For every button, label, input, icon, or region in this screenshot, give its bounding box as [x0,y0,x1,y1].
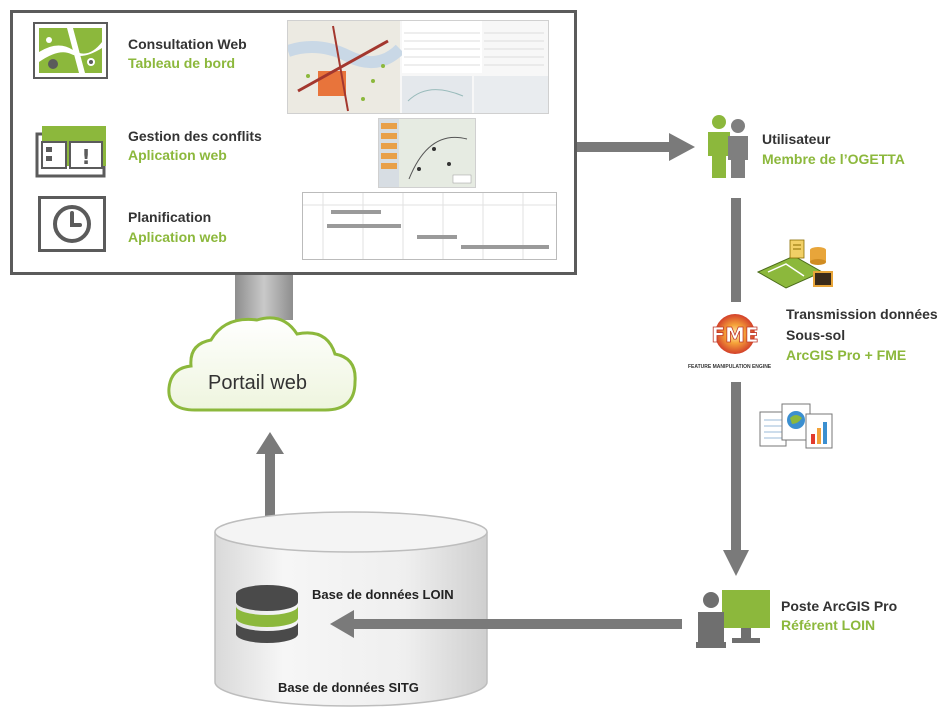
gantt-screenshot [302,192,557,260]
poste-title: Poste ArcGIS Pro [781,598,898,614]
app-subtitle-consultation: Tableau de bord [128,55,236,71]
conflicts-screenshot [378,118,476,188]
app-title-planification: Planification [128,209,212,225]
workstation-icon [694,586,774,650]
documents-icon [758,400,836,450]
portal-cloud [165,310,360,420]
svg-text:!: ! [81,145,90,169]
geodata-icon [756,238,836,290]
app-subtitle-conflits: Aplication web [128,147,227,163]
fme-logo-text: FME [711,323,758,347]
app-subtitle-planification: Aplication web [128,229,227,245]
portal-label: Portail web [208,372,307,394]
users-icon [704,114,750,178]
alert-board-icon: ! [33,124,108,178]
loin-database-icon [234,582,300,644]
user-subtitle: Membre de l’OGETTA [762,151,905,167]
dashboard-screenshot [287,20,549,114]
clock-icon [38,196,106,252]
transmission-line2: Sous-sol [786,327,846,343]
transmission-line1: Transmission données [786,306,938,322]
fme-logo: FME [696,310,774,372]
arrow-fme-to-poste [723,382,749,576]
sitg-database-label: Base de données SITG [278,680,419,695]
loin-database-label: Base de données LOIN [312,587,454,602]
arrow-portal-to-user [577,132,695,162]
fme-caption: FEATURE MANIPULATION ENGINE [688,364,772,370]
app-title-consultation: Consultation Web [128,36,247,52]
user-title: Utilisateur [762,131,831,147]
monitor-stand [235,275,293,320]
app-title-conflits: Gestion des conflits [128,128,262,144]
map-icon [33,22,108,79]
transmission-subtitle: ArcGIS Pro + FME [786,347,907,363]
connector-user-to-fme [731,198,741,302]
poste-subtitle: Référent LOIN [781,617,876,633]
arrow-poste-to-db [330,609,682,639]
